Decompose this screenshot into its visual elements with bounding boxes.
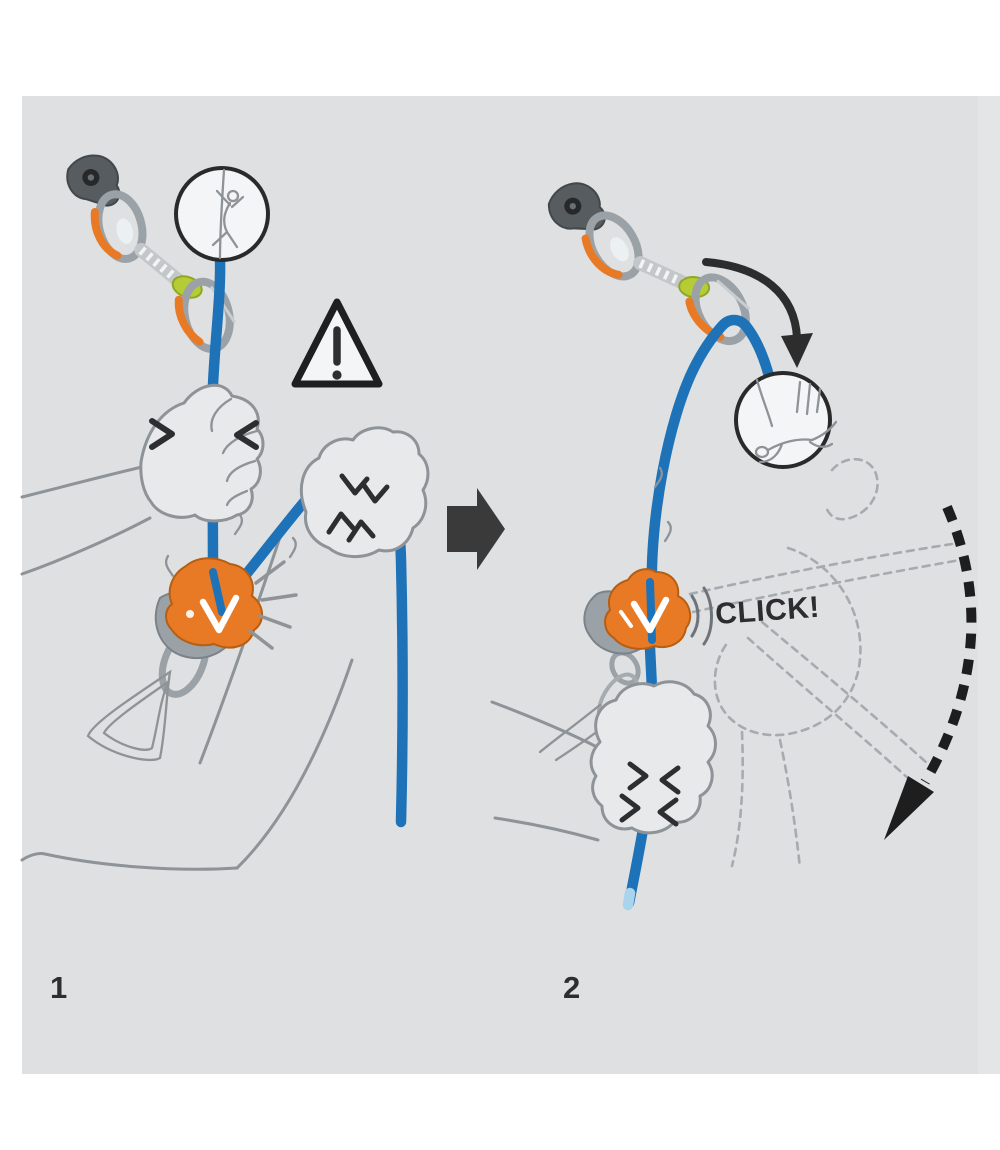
- click-annotation: CLICK!: [690, 586, 821, 646]
- sound-arc: [702, 586, 713, 646]
- finger-line: [221, 429, 259, 455]
- inset-faller-head: [754, 445, 770, 459]
- belay-loop-outline: [86, 669, 172, 762]
- inset-faller-leg: [808, 440, 834, 448]
- finger-line: [225, 489, 249, 507]
- inset-climber-leg: [225, 230, 239, 249]
- grip-mark: [360, 481, 390, 504]
- squeeze-mark-right: [234, 420, 259, 450]
- falling-climber-dashed-silhouette: [688, 457, 962, 870]
- spark: [258, 614, 292, 629]
- sound-arc: [690, 594, 700, 638]
- step-1-panel: 1: [20, 126, 430, 1005]
- forearm-line: [493, 816, 600, 842]
- brake-fist-2: [589, 680, 717, 835]
- forearm-line: [235, 658, 354, 870]
- vibration-mark: [288, 536, 297, 559]
- device-dot-marking: [186, 610, 194, 618]
- grip-mark: [346, 519, 376, 543]
- step-2-panel: CLICK!: [490, 141, 977, 1005]
- fall-arrow-curve: [920, 505, 977, 785]
- forearm-line: [20, 464, 148, 499]
- grip-mark: [657, 797, 679, 827]
- grip-mark: [619, 793, 641, 823]
- hand-outline: [139, 383, 265, 523]
- squeeze-mark-left: [149, 418, 175, 450]
- dashed-leg: [746, 636, 912, 782]
- dashed-arm: [688, 542, 954, 596]
- grip-mark: [659, 765, 681, 795]
- dashed-leg: [730, 730, 744, 868]
- inset-rope: [755, 378, 774, 428]
- inset-wall-hatch: [795, 380, 802, 414]
- inset-faller-leg: [810, 420, 838, 442]
- curved-arrow-line: [702, 258, 801, 342]
- belay-loop-outline: [102, 678, 171, 751]
- forearm-line: [43, 852, 239, 871]
- inset-climber-arm: [230, 195, 245, 209]
- grip-mark: [627, 761, 649, 791]
- dashed-torso: [713, 546, 862, 737]
- inset-faller-body: [766, 438, 814, 452]
- belay-device-icon-2: [583, 568, 692, 655]
- rope-end-tip: [622, 887, 636, 911]
- inset-climber-arm: [215, 189, 232, 207]
- device-v-marking: [199, 594, 240, 634]
- spark: [248, 629, 274, 650]
- spark: [260, 593, 298, 602]
- inset-wall-hatch: [805, 382, 812, 416]
- exclamation-dot: [332, 370, 342, 380]
- inset-rope: [218, 168, 226, 260]
- belay-hand-forearm: [20, 464, 152, 576]
- grip-mark: [326, 511, 356, 535]
- inset-climber-leg: [211, 230, 229, 247]
- device-slash-marking: [619, 610, 633, 628]
- dashed-leg: [760, 620, 930, 766]
- inset-wall-hatch: [815, 387, 822, 414]
- forearm-line: [20, 516, 152, 576]
- inset-climber-body: [223, 201, 232, 234]
- device-v-marking: [630, 596, 670, 634]
- forearm-line: [20, 852, 47, 862]
- warning-triangle-icon: [291, 298, 383, 388]
- vibration-mark: [663, 520, 672, 543]
- spark: [254, 560, 286, 585]
- belay-loop-outline: [538, 703, 602, 754]
- belay-device-icon: [154, 557, 263, 660]
- step-1-label: 1: [50, 970, 67, 1005]
- rope-in-device: [209, 568, 226, 616]
- curved-arrow-down-icon: [702, 258, 813, 368]
- finger-line: [210, 397, 233, 433]
- dashed-curved-fall-arrow-icon: [884, 505, 977, 840]
- dashed-head: [824, 457, 879, 521]
- vibration-mark: [164, 554, 175, 578]
- dashed-arm: [691, 558, 962, 614]
- inset-faller-arm: [758, 442, 784, 464]
- vibration-mark: [233, 513, 244, 536]
- panel-right-edge: [978, 96, 1000, 1074]
- step-2-label: 2: [563, 970, 580, 1005]
- vibration-mark: [653, 466, 664, 489]
- finger-line: [225, 459, 257, 483]
- dashed-leg: [778, 738, 802, 870]
- panel-background: [22, 96, 1000, 1074]
- climber-on-rope-inset: [174, 166, 270, 262]
- brake-fist: [299, 426, 430, 558]
- fall-arrow-head: [884, 776, 934, 840]
- right-block-arrow-icon: [447, 488, 505, 570]
- device-body: [165, 557, 263, 649]
- click-label: CLICK!: [714, 591, 821, 631]
- curved-arrow-head: [781, 333, 813, 368]
- fist-outline: [589, 680, 717, 835]
- falling-climber-inset: [734, 371, 838, 469]
- inset-circle: [734, 371, 832, 469]
- guide-hand: [139, 383, 265, 523]
- impact-spark-lines: [248, 560, 298, 650]
- inset-climber-head: [226, 189, 240, 203]
